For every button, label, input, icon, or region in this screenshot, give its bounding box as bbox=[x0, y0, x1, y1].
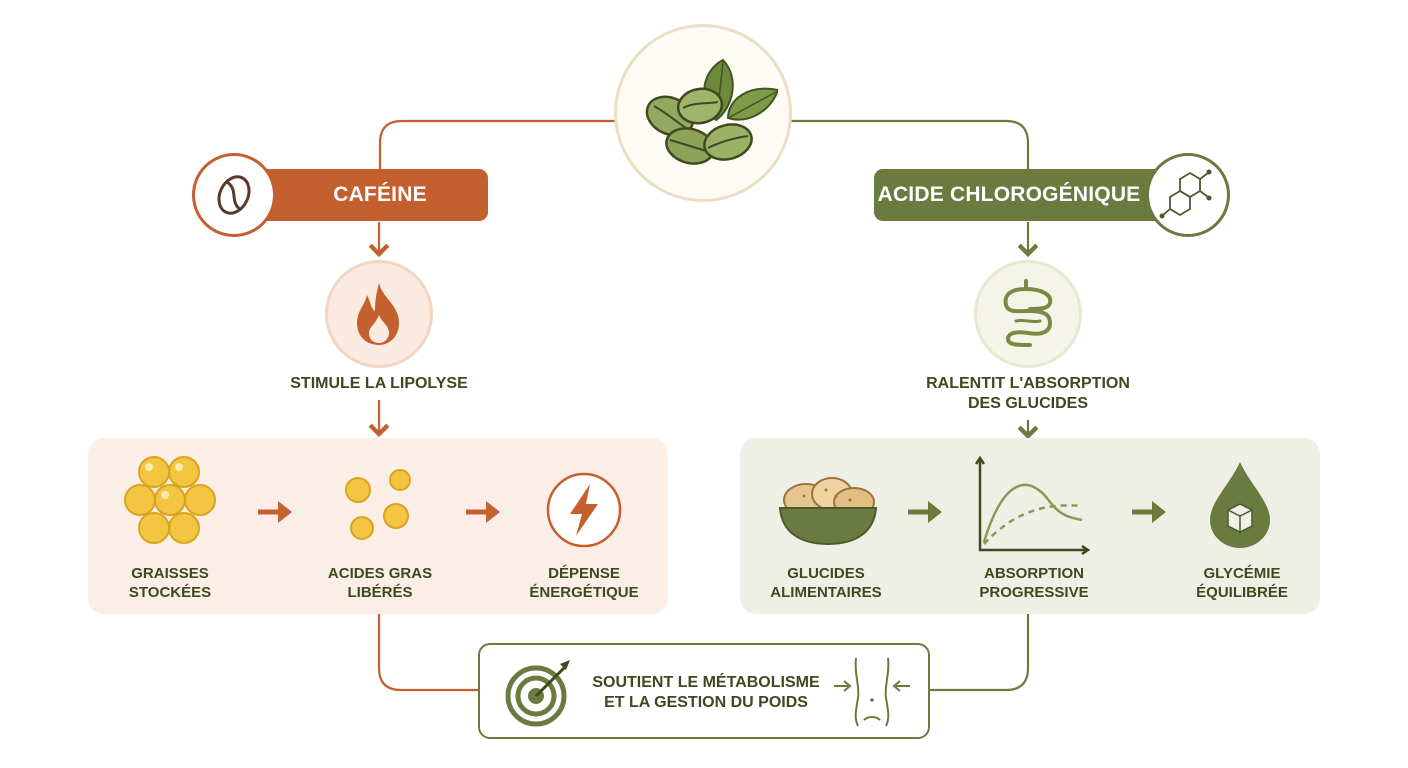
energy-bolt-icon bbox=[546, 472, 622, 548]
molecule-icon bbox=[1159, 169, 1212, 219]
caffeine-badge bbox=[192, 153, 276, 237]
arrow-right-icon bbox=[258, 501, 292, 523]
target-icon bbox=[505, 660, 570, 727]
caffeine-pill: CAFÉINE bbox=[242, 169, 488, 221]
absorption-step-label: RALENTIT L'ABSORPTION DES GLUCIDES bbox=[926, 375, 1130, 412]
chlorogenic-acid-pill: ACIDE CHLOROGÉNIQUE bbox=[874, 169, 1174, 221]
fatty-acids-icon bbox=[345, 469, 411, 540]
energy-expenditure-label: DÉPENSE ÉNERGÉTIQUE bbox=[529, 565, 639, 601]
absorption-step-badge bbox=[974, 260, 1082, 368]
chlorogenic-acid-badge bbox=[1146, 153, 1230, 237]
caffeine-title: CAFÉINE bbox=[333, 183, 427, 206]
result-label: SOUTIENT LE MÉTABOLISME ET LA GESTION DU… bbox=[592, 674, 820, 711]
bread-bowl-icon bbox=[778, 477, 878, 546]
balanced-glycemia-label: GLYCÉMIE ÉQUILIBRÉE bbox=[1196, 565, 1288, 601]
chlorogenic-acid-title: ACIDE CHLOROGÉNIQUE bbox=[877, 183, 1141, 206]
progressive-absorption-label: ABSORPTION PROGRESSIVE bbox=[979, 565, 1089, 601]
flame-icon bbox=[357, 283, 399, 345]
fatty-acids-label: ACIDES GRAS LIBÉRÉS bbox=[327, 565, 433, 601]
arrow-right-icon bbox=[908, 501, 942, 523]
lipolysis-step-badge bbox=[325, 260, 433, 368]
dietary-carbs-label: GLUCIDES ALIMENTAIRES bbox=[770, 565, 882, 601]
glucose-drop-icon bbox=[1210, 462, 1270, 548]
center-beans-badge bbox=[614, 24, 792, 202]
intestine-icon bbox=[1003, 279, 1053, 347]
stored-fat-label: GRAISSES STOCKÉES bbox=[128, 565, 212, 601]
arrow-right-icon bbox=[466, 501, 500, 523]
arrow-right-icon bbox=[1132, 501, 1166, 523]
green-coffee-beans-icon bbox=[645, 58, 778, 165]
lipolysis-step-label: STIMULE LA LIPOLYSE bbox=[290, 375, 468, 392]
waist-icon bbox=[834, 657, 910, 727]
stored-fat-icon bbox=[124, 456, 216, 544]
absorption-curve-icon bbox=[974, 456, 1091, 556]
coffee-bean-icon bbox=[217, 175, 251, 215]
